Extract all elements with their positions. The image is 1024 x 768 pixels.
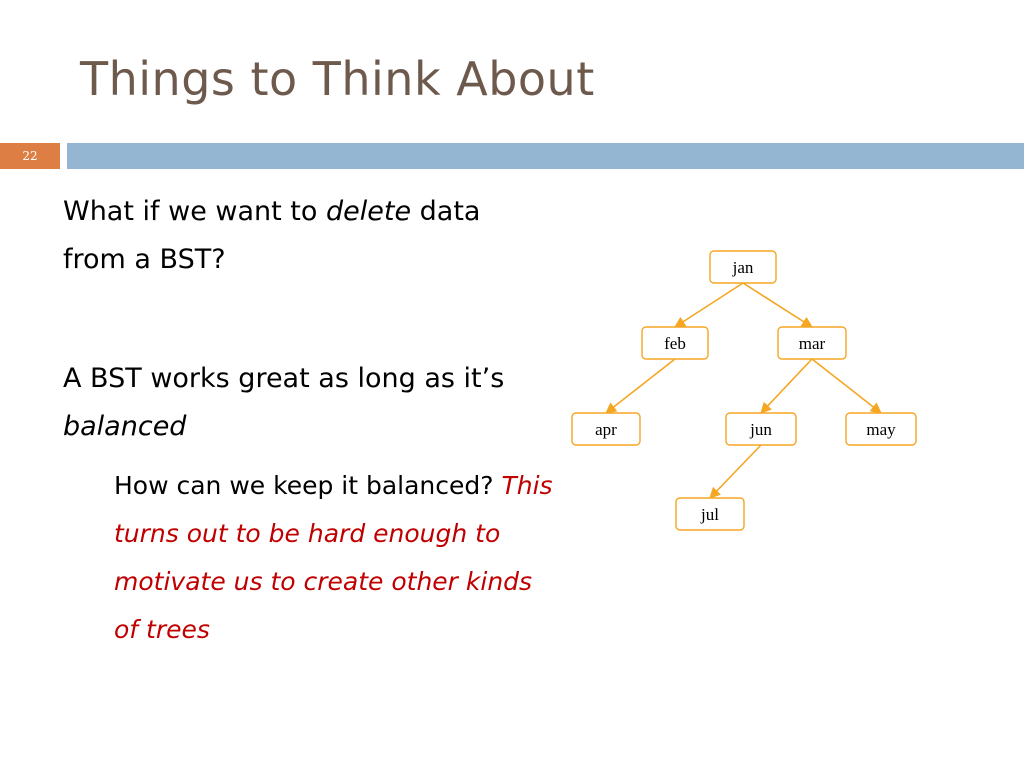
edge-mar-may xyxy=(811,358,882,414)
paragraph-delete: What if we want to delete data from a BS… xyxy=(63,188,543,284)
node-box-jun xyxy=(725,412,797,446)
edge-jan-feb xyxy=(674,282,744,328)
node-jul: jul xyxy=(675,497,745,531)
node-feb: feb xyxy=(641,326,709,360)
subparagraph-red-text: This turns out to be hard enough to moti… xyxy=(114,471,553,644)
subparagraph-text: How can we keep it balanced? xyxy=(114,471,502,500)
node-may: may xyxy=(845,412,917,446)
node-label-mar: mar xyxy=(799,334,826,353)
node-label-apr: apr xyxy=(595,420,617,439)
node-apr: apr xyxy=(571,412,641,446)
header-bar xyxy=(67,143,1024,169)
paragraph-balanced: A BST works great as long as it’s balanc… xyxy=(63,355,553,451)
node-box-jan xyxy=(709,250,777,284)
node-box-mar xyxy=(777,326,847,360)
edge-feb-apr xyxy=(605,358,676,414)
paragraph-delete-text: What if we want to xyxy=(63,196,326,227)
edge-jan-mar xyxy=(742,282,813,328)
node-label-jun: jun xyxy=(749,420,772,439)
node-box-apr xyxy=(571,412,641,446)
node-label-jan: jan xyxy=(732,258,754,277)
paragraph-balanced-italic: balanced xyxy=(63,411,187,442)
node-jan: jan xyxy=(709,250,777,284)
node-label-jul: jul xyxy=(700,505,719,524)
node-label-feb: feb xyxy=(664,334,686,353)
node-box-jul xyxy=(675,497,745,531)
node-mar: mar xyxy=(777,326,847,360)
paragraph-balanced-text: A BST works great as long as it’s xyxy=(63,363,505,394)
paragraph-delete-italic: delete xyxy=(326,196,412,227)
slide-number: 22 xyxy=(0,143,60,169)
slide-title: Things to Think About xyxy=(80,52,595,106)
paragraph-delete-text-2: data from a BST? xyxy=(63,196,481,275)
node-box-feb xyxy=(641,326,709,360)
node-box-may xyxy=(845,412,917,446)
edge-jun-jul xyxy=(709,444,762,499)
subparagraph-keep-balanced: How can we keep it balanced? This turns … xyxy=(114,462,554,654)
node-label-may: may xyxy=(866,420,896,439)
edge-mar-jun xyxy=(760,358,813,414)
node-jun: jun xyxy=(725,412,797,446)
